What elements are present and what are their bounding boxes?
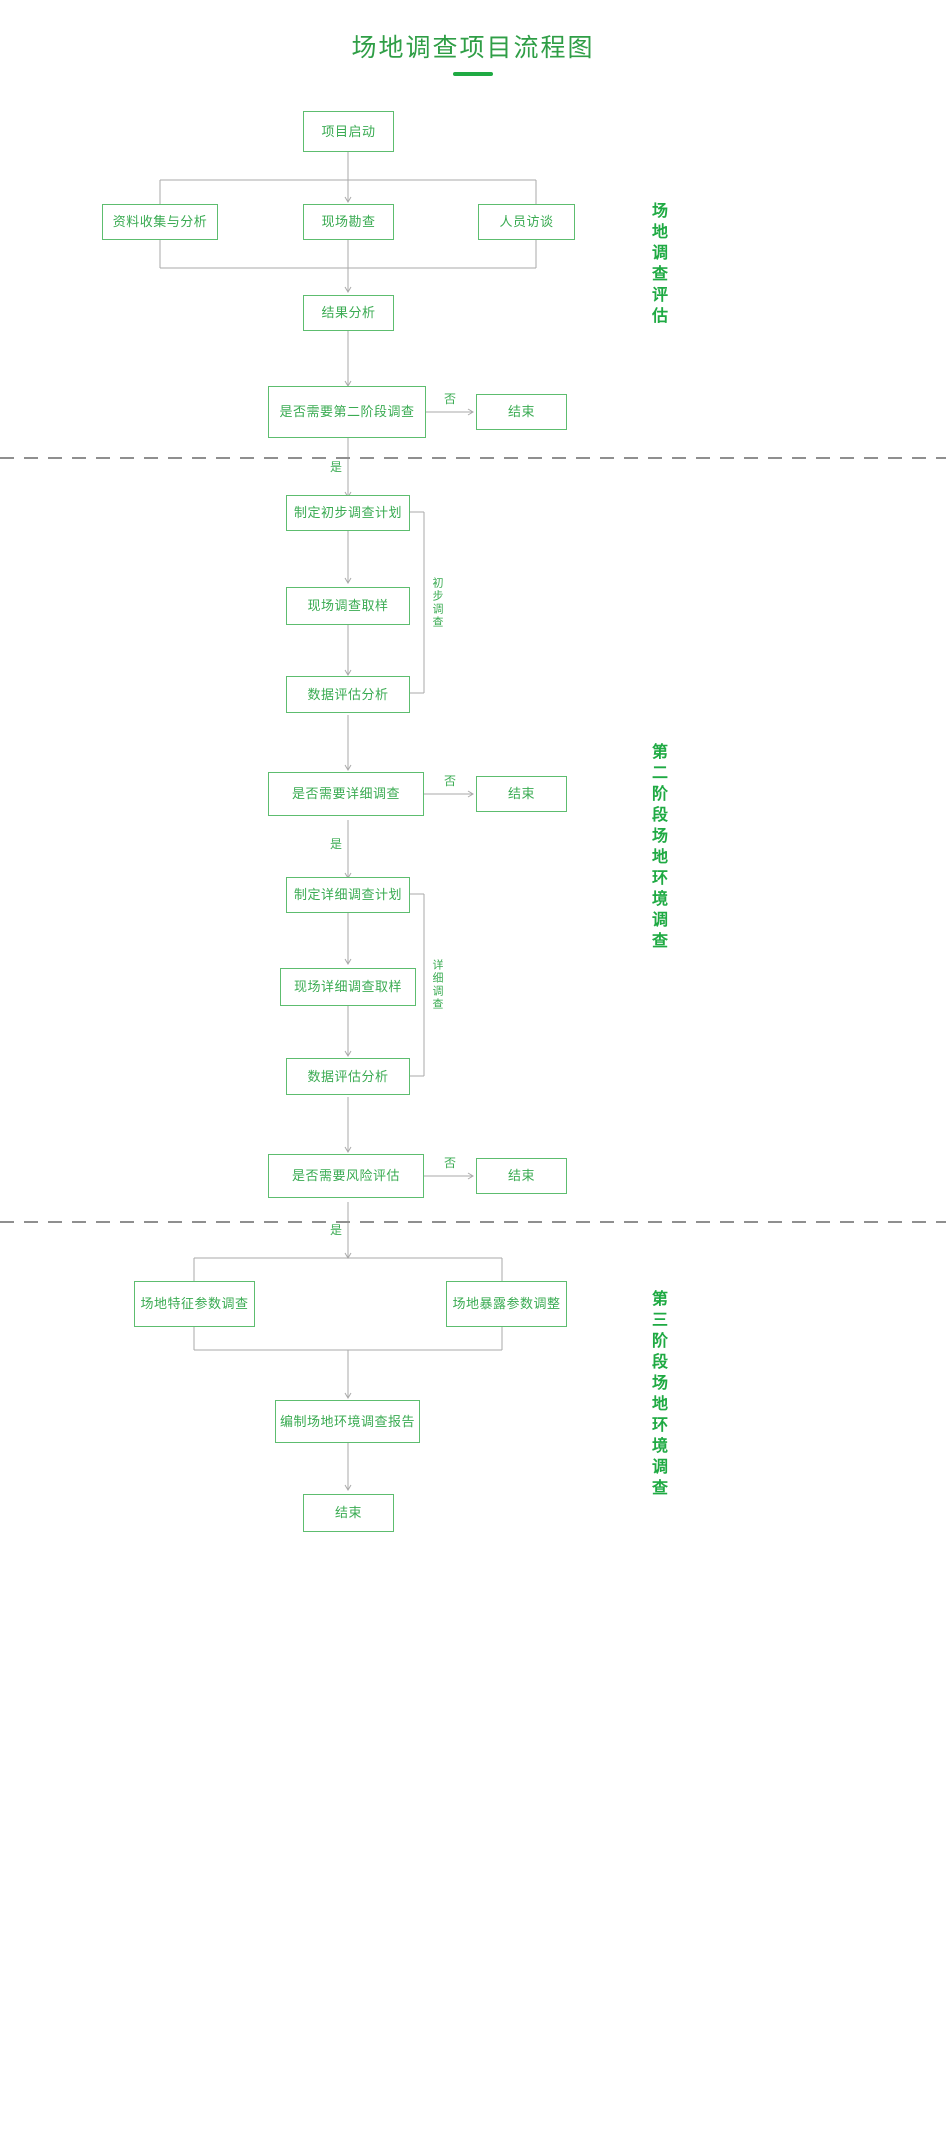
page-title: 场地调查项目流程图 [351,34,595,62]
node-data-collection[interactable]: 资料收集与分析 [102,204,218,240]
node-site-feature-params[interactable]: 场地特征参数调查 [134,1281,255,1327]
edge-label-yes-1: 是 [327,461,346,473]
node-site-exposure-params[interactable]: 场地暴露参数调整 [446,1281,567,1327]
node-personnel-interview[interactable]: 人员访谈 [478,204,575,240]
node-end-final[interactable]: 结束 [303,1494,394,1532]
node-data-eval-preliminary[interactable]: 数据评估分析 [286,676,410,713]
stage-label-1: 场地调查评估 [649,202,666,328]
node-decide-phase2[interactable]: 是否需要第二阶段调查 [268,386,426,438]
edge-label-yes-3: 是 [327,1224,346,1236]
node-decide-risk[interactable]: 是否需要风险评估 [268,1154,424,1198]
edge-label-no-3: 否 [441,1157,460,1169]
node-project-start[interactable]: 项目启动 [303,111,394,152]
bracket-label-preliminary: 初步调查 [431,577,444,629]
node-end-2[interactable]: 结束 [476,776,567,812]
node-sampling-detailed[interactable]: 现场详细调查取样 [280,968,416,1006]
node-compile-report[interactable]: 编制场地环境调查报告 [275,1400,420,1443]
node-data-eval-detailed[interactable]: 数据评估分析 [286,1058,410,1095]
node-decide-detailed[interactable]: 是否需要详细调查 [268,772,424,816]
bracket-label-detailed: 详细调查 [431,959,444,1011]
edge-label-no-2: 否 [441,775,460,787]
node-result-analysis[interactable]: 结果分析 [303,295,394,331]
node-end-3[interactable]: 结束 [476,1158,567,1194]
title-underline [453,72,493,76]
node-end-1[interactable]: 结束 [476,394,567,430]
stage-label-3: 第三阶段场地环境调查 [649,1290,666,1500]
stage-label-2: 第二阶段场地环境调查 [649,743,666,953]
node-plan-detailed[interactable]: 制定详细调查计划 [286,877,410,913]
node-site-recon[interactable]: 现场勘查 [303,204,394,240]
node-plan-preliminary[interactable]: 制定初步调查计划 [286,495,410,531]
node-sampling-preliminary[interactable]: 现场调查取样 [286,587,410,625]
edge-label-no-1: 否 [441,393,460,405]
edge-label-yes-2: 是 [327,838,346,850]
